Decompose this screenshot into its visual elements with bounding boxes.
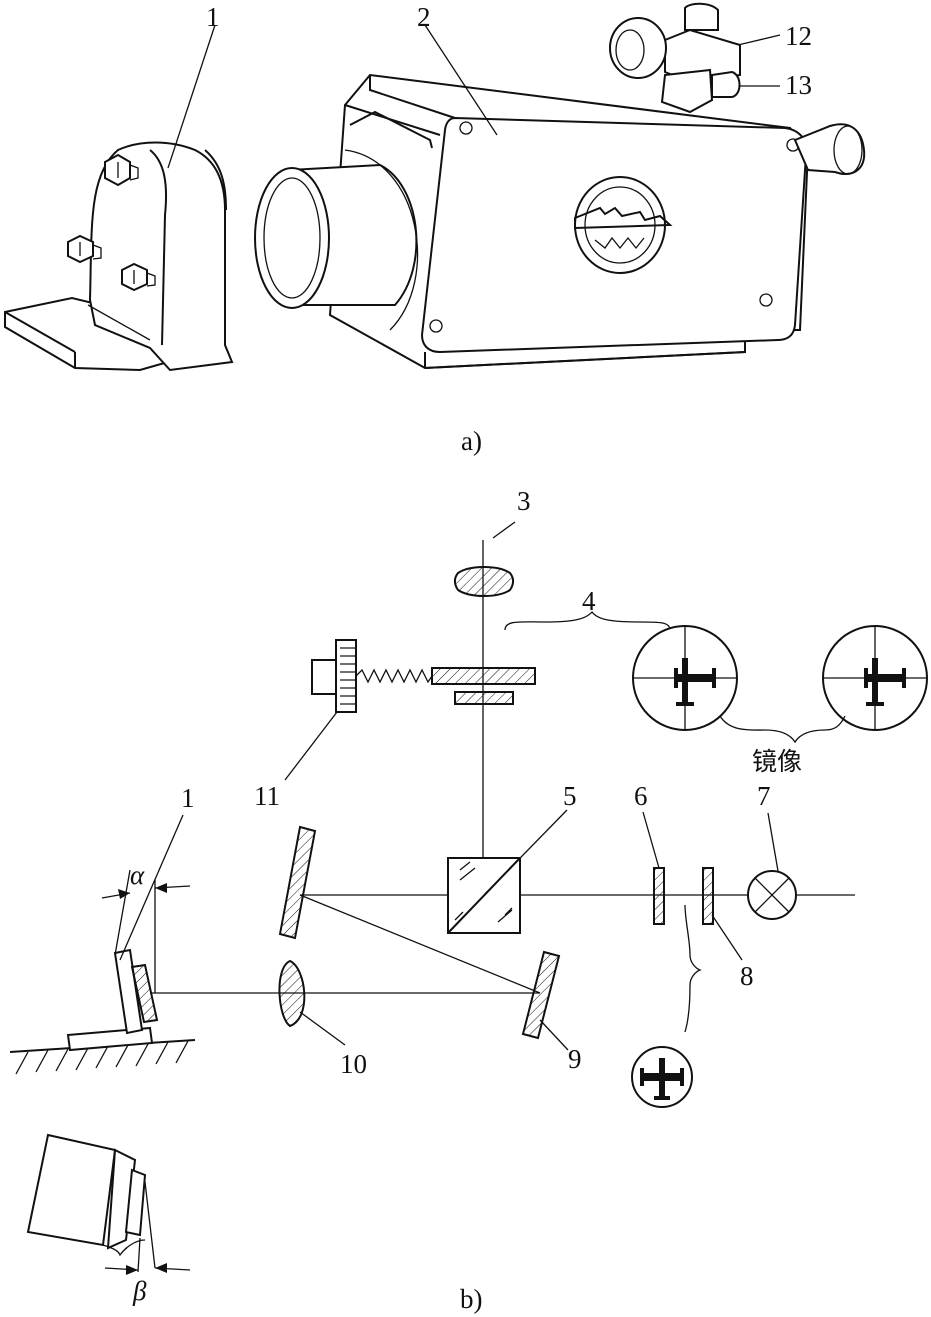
- part-b-optical-schematic: α β 3 4 镜像 11 5 6 7 1 8 9 10 b): [9, 486, 928, 1314]
- micrometer-drum-11: [284, 639, 536, 781]
- reticle-view-8: [631, 904, 702, 1108]
- label-holder-1: 1: [181, 783, 195, 813]
- eyepiece-lens-3: [454, 566, 514, 597]
- beam-splitter-prism-5: [447, 809, 568, 934]
- label-plate-6: 6: [634, 781, 648, 811]
- label-eyepiece-3: 3: [517, 486, 531, 516]
- caption-b: b): [460, 1284, 483, 1314]
- holder-fixture: [4, 141, 234, 372]
- part-a-illustration: 1 2 12 13 a): [4, 2, 866, 456]
- label-lens-10: 10: [340, 1049, 367, 1079]
- label-lamp-7: 7: [757, 781, 771, 811]
- label-mirror-image: 镜像: [752, 747, 802, 776]
- label-mirror-9: 9: [568, 1044, 582, 1074]
- objective-lens-10: [278, 959, 306, 1028]
- mirror-upper: [278, 825, 317, 940]
- lamp-7: [747, 812, 797, 920]
- reticle-view-4: [504, 610, 928, 744]
- autocollimator-body: [254, 2, 866, 370]
- caption-a: a): [461, 426, 482, 456]
- label-plate-8: 8: [740, 961, 754, 991]
- label-prism-5: 5: [563, 781, 577, 811]
- label-holder-a: 1: [206, 2, 220, 32]
- plate-8: [702, 867, 714, 925]
- plate-6: [653, 867, 665, 925]
- tool-detail-beta: [26, 1133, 191, 1275]
- mirror-9: [521, 950, 561, 1040]
- label-knob-a: 12: [785, 21, 812, 51]
- label-beta: β: [132, 1276, 147, 1306]
- reflected-beam: [299, 894, 541, 994]
- angle-alpha-marker: [101, 869, 191, 956]
- label-alpha: α: [130, 860, 145, 890]
- label-screw-a: 13: [785, 70, 812, 100]
- workpiece-holder-1: [9, 814, 196, 1075]
- label-instrument-a: 2: [417, 2, 431, 32]
- label-reticle-4: 4: [582, 586, 596, 616]
- label-micrometer-11: 11: [254, 781, 280, 811]
